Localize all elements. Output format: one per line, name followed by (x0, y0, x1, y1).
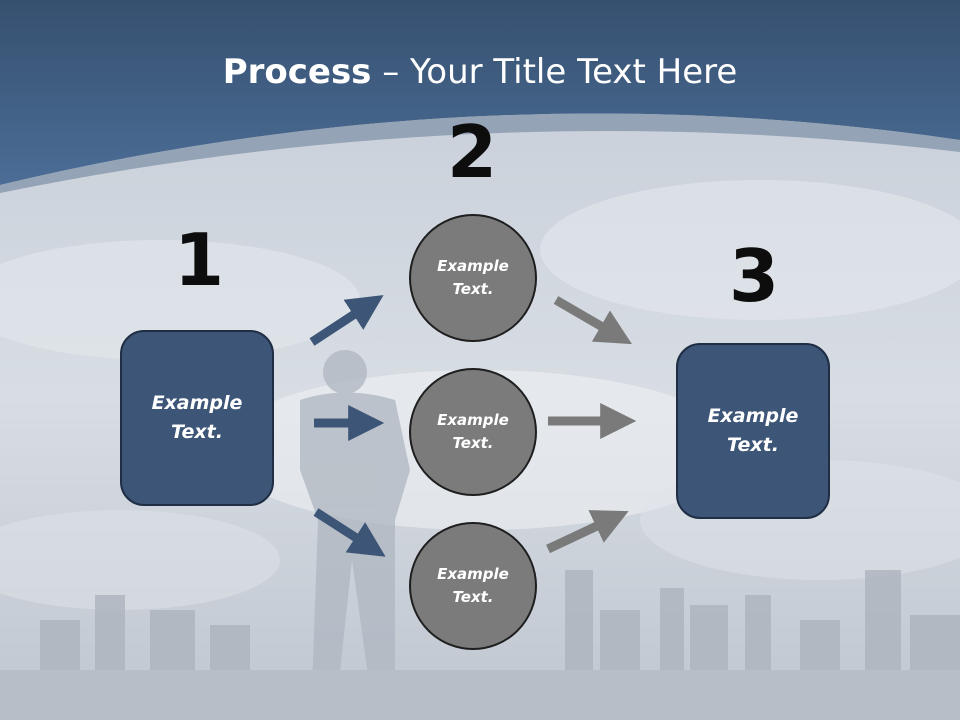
page-title: Process – Your Title Text Here (0, 52, 960, 92)
circle-bottom: Example Text. (409, 522, 537, 650)
step-number-2: 2 (446, 110, 498, 194)
circle-middle: Example Text. (409, 368, 537, 496)
right-process-box: Example Text. (676, 343, 830, 519)
title-rest: – Your Title Text Here (371, 52, 738, 92)
circle-top: Example Text. (409, 214, 537, 342)
left-process-box: Example Text. (120, 330, 274, 506)
step-number-3: 3 (728, 234, 780, 318)
title-bold: Process (222, 52, 372, 92)
step-number-1: 1 (173, 218, 225, 302)
